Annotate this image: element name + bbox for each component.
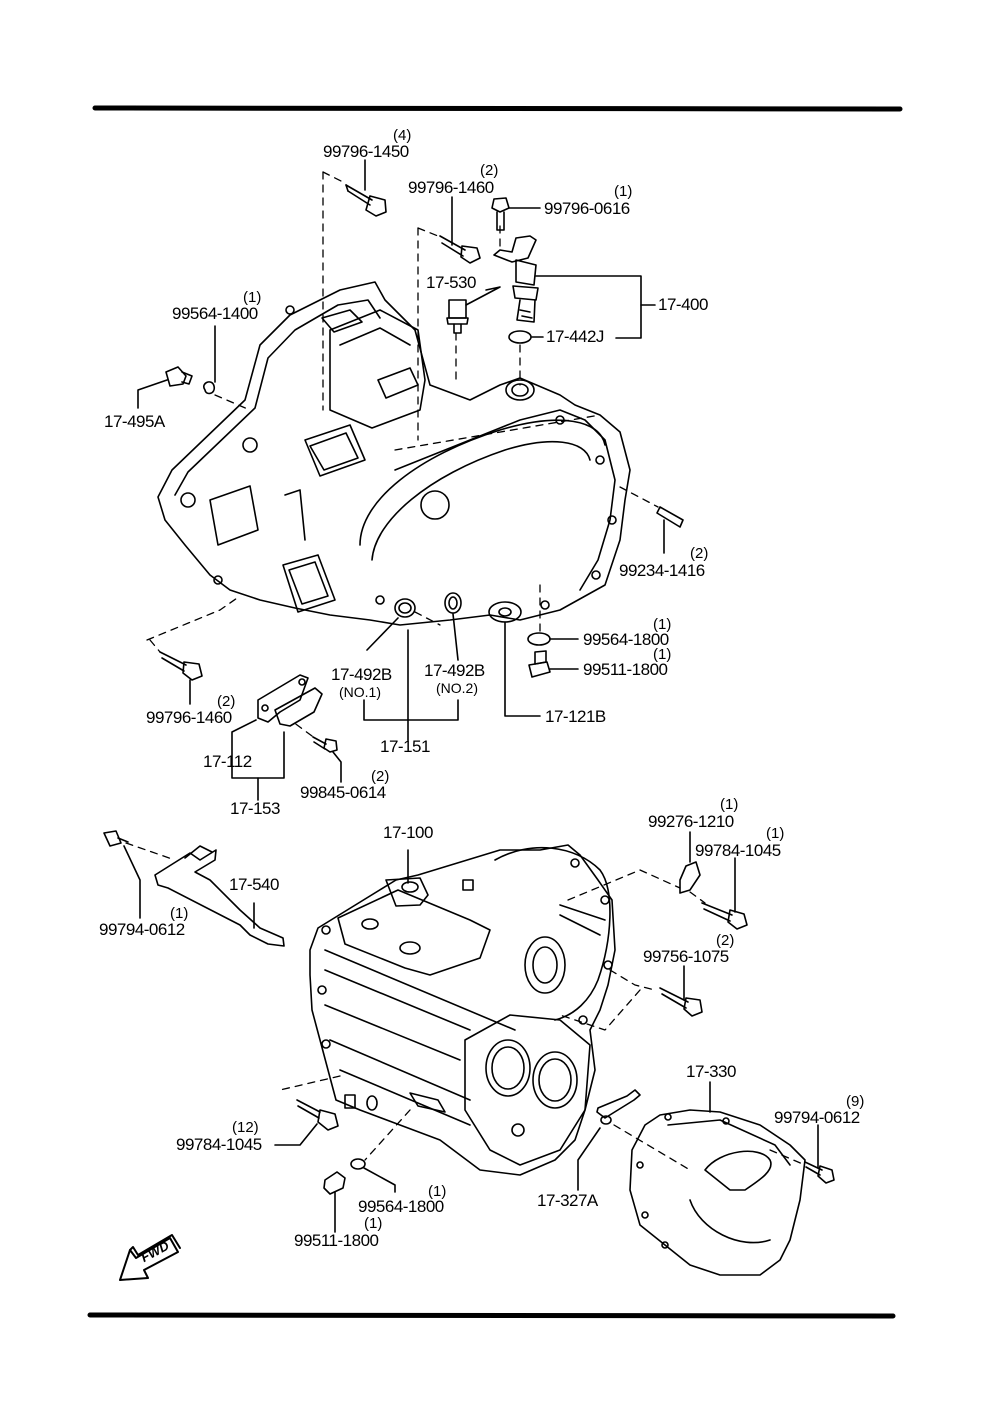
label-99784-1045-right: 99784-1045 xyxy=(695,841,781,860)
bracket-17-540 xyxy=(154,845,285,947)
label-17-442j: 17-442J xyxy=(546,327,604,346)
bottom-rule xyxy=(87,1312,896,1319)
label-99276-1210: 99276-1210 xyxy=(648,812,734,831)
qty-99564-1400: (1) xyxy=(243,289,262,306)
plug-99511-1800-lower xyxy=(323,1171,346,1233)
qty-99511-1800-lower: (1) xyxy=(364,1215,383,1232)
dowel-99234-1416 xyxy=(656,506,684,554)
bolt-99796-1460-upper xyxy=(439,196,481,264)
qty-99794-0612-right: (9) xyxy=(846,1093,865,1110)
plate-17-327a xyxy=(577,1089,641,1191)
assembly-lines-lower xyxy=(125,842,806,1171)
washer-17-121b xyxy=(488,601,522,623)
bolt-99784-1045-lower xyxy=(274,1099,339,1146)
label-17-540: 17-540 xyxy=(229,875,279,894)
qty-99511-1800-upper: (1) xyxy=(653,646,672,663)
bracket-17-112 xyxy=(257,674,323,727)
note-17-492b-no1: (NO.1) xyxy=(339,684,381,700)
bolt-99796-1450 xyxy=(345,159,387,217)
label-99564-1400: 99564-1400 xyxy=(172,304,258,323)
qty-99784-1045-lower: (12) xyxy=(232,1119,259,1136)
label-99796-1450: 99796-1450 xyxy=(323,142,409,161)
label-99794-0612-right: 99794-0612 xyxy=(774,1108,860,1127)
label-99845-0614: 99845-0614 xyxy=(300,783,386,802)
qty-99784-1045-right: (1) xyxy=(766,825,785,842)
label-99784-1045-lower: 99784-1045 xyxy=(176,1135,262,1154)
label-99234-1416: 99234-1416 xyxy=(619,561,705,580)
qty-99276-1210: (1) xyxy=(720,796,739,813)
transmission-case-drawing xyxy=(309,844,616,1176)
washer-99564-1800-lower xyxy=(350,1158,366,1170)
qty-99756-1075: (2) xyxy=(716,932,735,949)
qty-99845-0614: (2) xyxy=(371,768,390,785)
bolt-99796-0616 xyxy=(491,197,541,231)
top-rule xyxy=(92,105,903,112)
qty-99796-1460-lower: (2) xyxy=(217,693,236,710)
clutch-housing-drawing xyxy=(157,281,631,626)
qty-99234-1416: (2) xyxy=(690,545,709,562)
label-17-151: 17-151 xyxy=(380,737,430,756)
washer-99564-1400 xyxy=(203,381,216,395)
bolt-99756-1075 xyxy=(659,965,703,1017)
qty-99796-0616: (1) xyxy=(614,183,633,200)
label-17-112: 17-112 xyxy=(203,752,252,771)
label-99796-0616: 99796-0616 xyxy=(544,199,630,218)
label-17-121b: 17-121B xyxy=(545,707,606,726)
label-17-327a: 17-327A xyxy=(537,1191,598,1210)
seal-17-492b-no2 xyxy=(444,592,462,614)
plug-99511-1800-upper xyxy=(528,650,579,678)
label-17-100: 17-100 xyxy=(383,823,433,842)
label-99511-1800-upper: 99511-1800 xyxy=(583,660,668,679)
fwd-arrow-icon xyxy=(119,1234,181,1281)
label-99756-1075: 99756-1075 xyxy=(643,947,729,966)
label-17-492b-no2: 17-492B xyxy=(424,661,485,680)
qty-99796-1450: (4) xyxy=(393,127,412,144)
seal-17-492b-no1 xyxy=(394,598,416,618)
label-99796-1460-upper: 99796-1460 xyxy=(408,178,494,197)
bolt-99845-0614 xyxy=(312,736,342,783)
assembly-lines-upper xyxy=(146,171,659,737)
label-17-330: 17-330 xyxy=(686,1062,736,1081)
label-99564-1800-upper: 99564-1800 xyxy=(583,630,669,649)
label-99564-1800-lower: 99564-1800 xyxy=(358,1197,444,1216)
switch-17-530 xyxy=(446,286,501,334)
qty-99564-1800-lower: (1) xyxy=(428,1183,447,1200)
label-99794-0612-left: 99794-0612 xyxy=(99,920,185,939)
bracket-99276-1210 xyxy=(679,831,701,894)
plug-17-495a xyxy=(137,366,193,409)
washer-99564-1800-upper xyxy=(527,632,551,646)
qty-99564-1800-upper: (1) xyxy=(653,616,672,633)
label-17-530: 17-530 xyxy=(426,273,476,292)
bolt-99794-0612-right xyxy=(804,1124,835,1184)
label-99796-1460-lower: 99796-1460 xyxy=(146,708,232,727)
label-17-400: 17-400 xyxy=(658,295,708,314)
qty-99794-0612-left: (1) xyxy=(170,905,189,922)
sensor-17-400 xyxy=(493,235,656,339)
bolt-99796-1460-lower xyxy=(159,651,203,705)
qty-99796-1460-upper: (2) xyxy=(480,162,499,179)
label-99511-1800-lower: 99511-1800 xyxy=(294,1231,379,1250)
label-17-495a: 17-495A xyxy=(104,412,165,431)
bolt-99784-1045-right xyxy=(701,857,748,930)
label-17-492b-no1: 17-492B xyxy=(331,665,392,684)
bolt-99794-0612-left xyxy=(103,830,141,919)
note-17-492b-no2: (NO.2) xyxy=(436,680,478,696)
oring-17-442j xyxy=(508,330,532,344)
label-17-153: 17-153 xyxy=(230,799,280,818)
